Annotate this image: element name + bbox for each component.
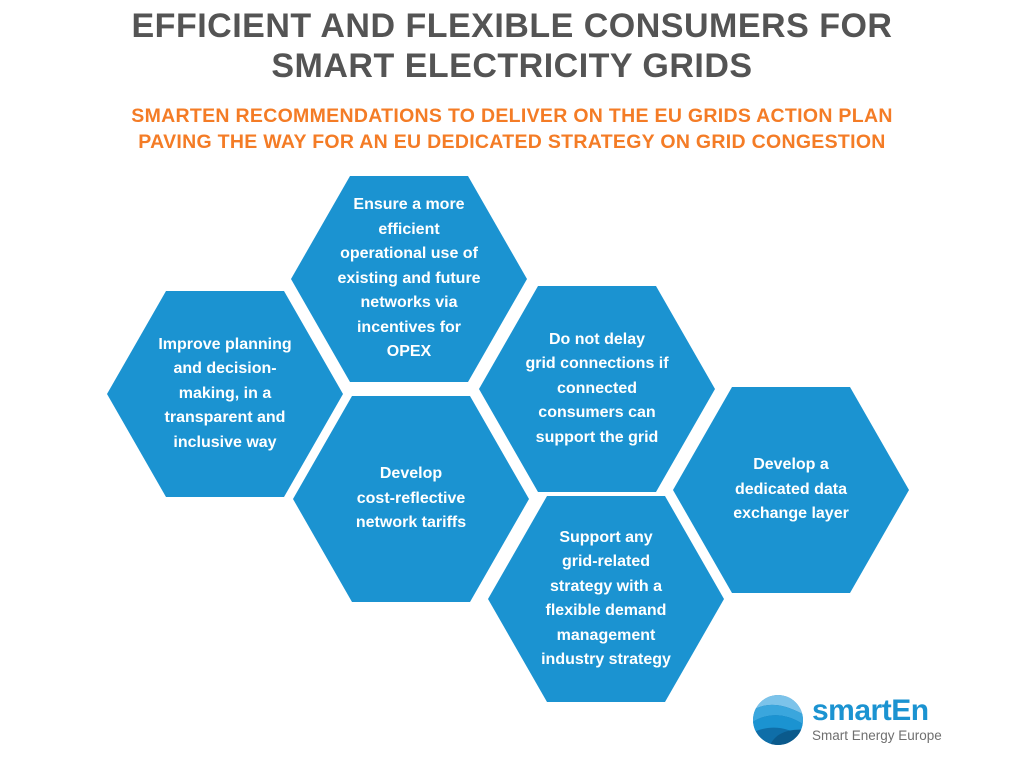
subtitle-line2: PAVING THE WAY FOR AN EU DEDICATED STRAT… xyxy=(138,131,886,153)
subtitle-line1: SMARTEN RECOMMENDATIONS TO DELIVER ON TH… xyxy=(131,105,893,127)
hexagon-demand: Support any grid-related strategy with a… xyxy=(488,496,724,702)
hexagon-planning-text: Improve planning and decision- making, i… xyxy=(158,335,292,451)
hexagon-tariffs: Develop cost-reflective network tariffs xyxy=(293,396,529,602)
logo-tagline: Smart Energy Europe xyxy=(812,728,942,743)
logo-wordmark: smartEn xyxy=(812,694,929,728)
hexagon-demand-text: Support any grid-related strategy with a… xyxy=(541,528,671,669)
hexagon-planning: Improve planning and decision- making, i… xyxy=(107,291,343,497)
page-title-line2: SMART ELECTRICITY GRIDS xyxy=(271,47,753,85)
hexagon-data-layer: Develop a dedicated data exchange layer xyxy=(673,387,909,593)
logo-wordmark-en: En xyxy=(891,694,929,727)
hexagon-connections: Do not delay grid connections if connect… xyxy=(479,286,715,492)
hexagon-data-layer-text: Develop a dedicated data exchange layer xyxy=(733,456,849,523)
page-title-line1: EFFICIENT AND FLEXIBLE CONSUMERS FOR xyxy=(131,7,893,45)
hexagon-operational-text: Ensure a more efficient operational use … xyxy=(337,196,481,361)
logo-wordmark-smart: smart xyxy=(812,694,892,727)
hexagon-operational: Ensure a more efficient operational use … xyxy=(291,176,527,382)
hexagon-connections-text: Do not delay grid connections if connect… xyxy=(525,330,669,446)
hexagon-tariffs-text: Develop cost-reflective network tariffs xyxy=(355,465,467,532)
globe-swirl-icon xyxy=(753,695,803,745)
